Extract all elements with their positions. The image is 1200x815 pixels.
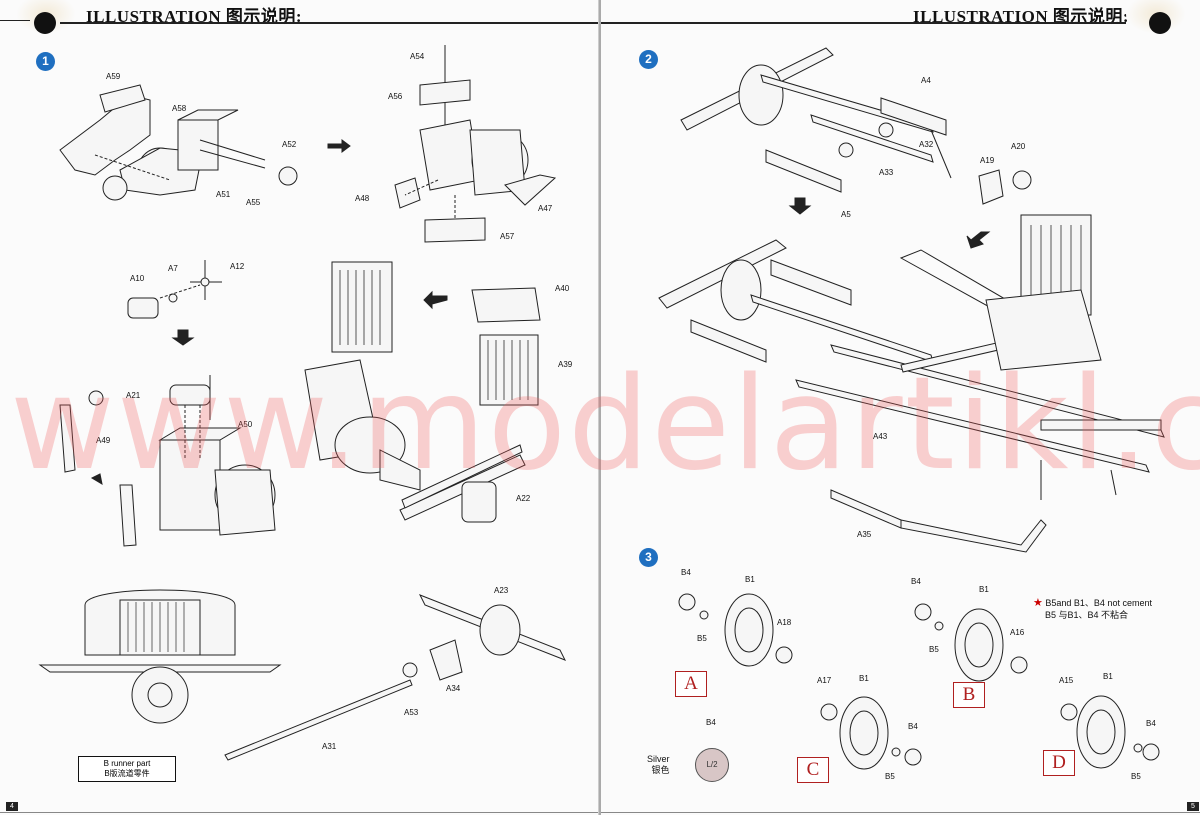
- part-label: A40: [555, 284, 570, 293]
- right-page: ILLUSTRATION 图示说明: 2 3: [601, 0, 1200, 815]
- page-title-right: ILLUSTRATION 图示说明:: [913, 7, 1130, 26]
- cement-note: ★ B5and B1、B4 not cement B5 与B1、B4 不粘合: [1033, 597, 1152, 621]
- part-label: A48: [355, 194, 370, 203]
- footer-rule: [601, 812, 1200, 813]
- cement-note-en: B5and B1、B4 not cement: [1045, 598, 1152, 608]
- engine-block: [59, 375, 276, 547]
- variant-d-box: D: [1043, 750, 1075, 776]
- part-label: A57: [500, 232, 515, 241]
- corner-dot: [1149, 12, 1171, 34]
- part-label: A10: [130, 274, 145, 283]
- wheel-variant-b: [914, 603, 1028, 682]
- part-label: A43: [873, 432, 888, 441]
- part-label: B5: [885, 772, 895, 781]
- part-label: B5: [697, 634, 707, 643]
- variant-c-box: C: [797, 757, 829, 783]
- part-label: A15: [1059, 676, 1074, 685]
- part-label: A16: [1010, 628, 1025, 637]
- runner-note-en: B runner part: [103, 759, 151, 768]
- part-label: A23: [494, 586, 509, 595]
- part-label: A21: [126, 391, 141, 400]
- wheel-variant-c: [820, 696, 922, 770]
- step-2-badge: 2: [639, 50, 658, 69]
- part-label: B1: [1103, 672, 1113, 681]
- gearbox-assembly: [394, 45, 557, 243]
- distributor-parts: [127, 260, 222, 346]
- footer-rule: [0, 812, 599, 813]
- page-number-right: 5: [1187, 802, 1199, 811]
- part-label: B4: [1146, 719, 1156, 728]
- step-1-drawings: [38, 45, 567, 761]
- part-label: B1: [859, 674, 869, 683]
- wheel-variant-d: [1060, 695, 1160, 769]
- part-label: A32: [919, 140, 934, 149]
- runner-part-note: B runner part B版流道零件: [78, 756, 176, 782]
- part-label: B4: [908, 722, 918, 731]
- page-fold: [598, 0, 602, 815]
- part-label: B4: [706, 718, 716, 727]
- rear-axle-assembly: [224, 594, 567, 761]
- part-label: A4: [921, 76, 931, 85]
- silver-color-label: Silver 银色: [647, 754, 670, 776]
- page-number-left: 4: [6, 802, 18, 811]
- page-title-left: ILLUSTRATION 图示说明:: [86, 7, 303, 26]
- radiator-parts: [471, 287, 541, 406]
- star-icon: ★: [1033, 597, 1043, 609]
- silver-zh: 银色: [651, 765, 670, 775]
- rear-axle-springs: [680, 47, 952, 193]
- part-label: B4: [681, 568, 691, 577]
- header-rule: [0, 20, 30, 21]
- part-label: A17: [817, 676, 832, 685]
- runner-note-zh: B版流道零件: [104, 769, 150, 778]
- part-label: A59: [106, 72, 121, 81]
- wheel-variant-a: [678, 593, 793, 667]
- part-label: A55: [246, 198, 261, 207]
- part-label: A34: [446, 684, 461, 693]
- variant-a-box: A: [675, 671, 707, 697]
- part-label: B5: [1131, 772, 1141, 781]
- step-2-3-drawings: [658, 47, 1165, 770]
- part-label: A49: [96, 436, 111, 445]
- silver-en: Silver: [647, 754, 670, 764]
- corner-dot: [34, 12, 56, 34]
- step-3-badge: 3: [639, 548, 658, 567]
- part-label: A18: [777, 618, 792, 627]
- part-label: A7: [168, 264, 178, 273]
- part-label: A19: [980, 156, 995, 165]
- left-page: ILLUSTRATION 图示说明: 1: [0, 0, 599, 815]
- radiator-engine-assembly: [304, 261, 526, 523]
- header-rule: [601, 22, 1126, 24]
- part-label: A39: [558, 360, 573, 369]
- part-label: B4: [911, 577, 921, 586]
- part-label: A53: [404, 708, 419, 717]
- part-label: A12: [230, 262, 245, 271]
- part-label: A50: [238, 420, 253, 429]
- part-label: A33: [879, 168, 894, 177]
- part-label: B1: [979, 585, 989, 594]
- part-label: A54: [410, 52, 425, 61]
- part-label: A58: [172, 104, 187, 113]
- part-label: B5: [929, 645, 939, 654]
- small-parts-a19-a20: [978, 169, 1032, 205]
- chassis-frame: [658, 214, 1165, 553]
- part-label: A35: [857, 530, 872, 539]
- part-label: A56: [388, 92, 403, 101]
- transmission-assembly: [59, 84, 298, 201]
- header-rule: [60, 22, 599, 24]
- part-label: A51: [216, 190, 231, 199]
- front-view: [38, 589, 282, 724]
- cement-note-zh: B5 与B1、B4 不粘合: [1045, 610, 1129, 620]
- part-label: A47: [538, 204, 553, 213]
- variant-b-box: B: [953, 682, 985, 708]
- step-1-badge: 1: [36, 52, 55, 71]
- part-label: A5: [841, 210, 851, 219]
- part-label: A31: [322, 742, 337, 751]
- part-label: A52: [282, 140, 297, 149]
- part-label: A22: [516, 494, 531, 503]
- silver-part-disc: L/2: [695, 748, 729, 782]
- part-label: A20: [1011, 142, 1026, 151]
- part-label: B1: [745, 575, 755, 584]
